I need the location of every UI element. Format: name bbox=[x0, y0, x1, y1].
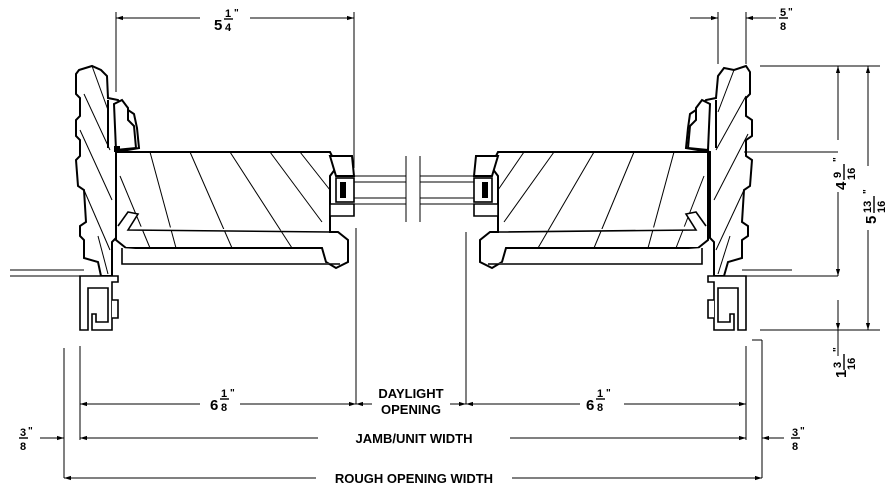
svg-text:5: 5 bbox=[214, 17, 222, 34]
dim-label-right-lower: 1 3 16 " bbox=[832, 347, 858, 378]
svg-text:8: 8 bbox=[20, 441, 26, 453]
dim-label-top-left: 5 1 4 " bbox=[214, 8, 239, 34]
jamb-unit-width-label: JAMB/UNIT WIDTH bbox=[356, 431, 473, 446]
right-sash bbox=[479, 151, 709, 270]
svg-text:5: 5 bbox=[863, 216, 880, 224]
dim-label-right-total: 5 13 16 " bbox=[862, 189, 888, 224]
svg-text:16: 16 bbox=[846, 168, 858, 180]
svg-text:5: 5 bbox=[780, 7, 786, 19]
svg-text:": " bbox=[788, 7, 793, 18]
svg-text:1: 1 bbox=[833, 370, 850, 378]
svg-text:8: 8 bbox=[597, 402, 603, 414]
dim-label-bottom-left-sash: 6 1 8 " bbox=[210, 388, 235, 414]
svg-text:1: 1 bbox=[597, 388, 603, 400]
svg-text:16: 16 bbox=[876, 201, 888, 213]
dim-label-right-offset: 3 8 " bbox=[791, 426, 805, 453]
svg-text:3: 3 bbox=[792, 427, 798, 439]
svg-text:8: 8 bbox=[221, 402, 227, 414]
svg-text:16: 16 bbox=[846, 358, 858, 370]
svg-text:1: 1 bbox=[225, 8, 231, 20]
svg-text:": " bbox=[862, 189, 873, 194]
extension-lines bbox=[63, 12, 880, 478]
dim-label-left-offset: 3 8 " bbox=[19, 426, 33, 453]
svg-text:3: 3 bbox=[20, 427, 26, 439]
daylight-opening-label-line1: DAYLIGHT bbox=[378, 386, 443, 401]
right-glazing bbox=[472, 155, 500, 217]
rough-opening-width-label: ROUGH OPENING WIDTH bbox=[335, 471, 493, 486]
left-stop bbox=[112, 98, 138, 152]
svg-text:4: 4 bbox=[833, 181, 850, 190]
dim-label-right-upper: 4 9 16 " bbox=[832, 157, 858, 190]
svg-text:6: 6 bbox=[210, 397, 218, 414]
svg-text:": " bbox=[832, 157, 843, 162]
svg-text:": " bbox=[800, 426, 805, 437]
svg-text:": " bbox=[832, 347, 843, 352]
svg-text:8: 8 bbox=[792, 441, 798, 453]
left-glazing bbox=[328, 155, 356, 217]
svg-text:1: 1 bbox=[221, 388, 227, 400]
svg-text:13: 13 bbox=[862, 201, 874, 213]
svg-text:": " bbox=[606, 388, 611, 399]
svg-text:4: 4 bbox=[225, 22, 232, 34]
svg-text:": " bbox=[28, 426, 33, 437]
left-weatherstrip bbox=[114, 146, 120, 152]
svg-text:3: 3 bbox=[832, 362, 844, 368]
left-sash bbox=[115, 151, 349, 270]
right-stop bbox=[686, 98, 712, 152]
glass-pane bbox=[354, 156, 474, 222]
svg-text:": " bbox=[234, 8, 239, 19]
svg-text:9: 9 bbox=[832, 172, 844, 178]
dimension-lines bbox=[40, 15, 871, 481]
right-frame-extrusion bbox=[707, 269, 792, 331]
daylight-opening-label-line2: OPENING bbox=[381, 402, 441, 417]
dim-label-bottom-right-sash: 6 1 8 " bbox=[586, 388, 611, 414]
left-frame-extrusion bbox=[10, 269, 119, 331]
svg-text:8: 8 bbox=[780, 21, 786, 33]
svg-text:": " bbox=[230, 388, 235, 399]
svg-text:6: 6 bbox=[586, 397, 594, 414]
dim-label-top-right: 5 8 " bbox=[779, 7, 793, 33]
